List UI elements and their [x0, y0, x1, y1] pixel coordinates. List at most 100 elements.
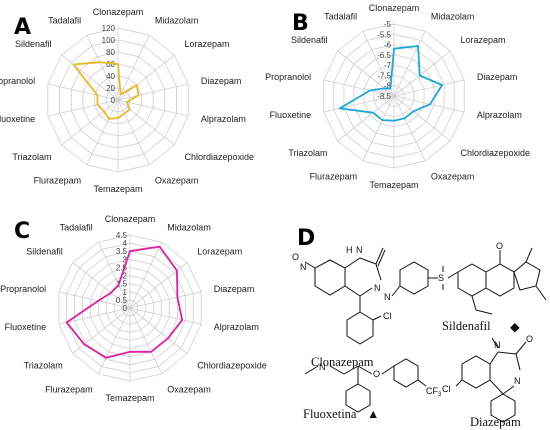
- atom-cl-diazepam: Cl: [442, 384, 451, 394]
- category-label: Fluoxetine: [5, 322, 47, 332]
- tick-label: 100: [102, 36, 116, 45]
- category-label: Oxazepam: [167, 385, 211, 395]
- tick-label: 60: [106, 60, 115, 69]
- atom-no2-o: O: [292, 252, 299, 262]
- diazepam-structure: O N N Cl Diazepam: [442, 334, 533, 429]
- spoke-line: [97, 242, 131, 309]
- atom-n-clonazepam: N: [374, 283, 381, 293]
- panel-label-b: B: [292, 11, 309, 36]
- sildenafil-marker: ◆: [510, 320, 520, 334]
- spoke-line: [129, 242, 163, 309]
- tick-label: -8: [384, 82, 392, 91]
- spoke-line: [362, 95, 395, 162]
- atom-nh-n: N: [356, 245, 363, 255]
- spoke-line: [117, 83, 189, 101]
- category-label: Diazepam: [214, 284, 255, 294]
- category-label: Chlordiazepoxide: [461, 148, 531, 158]
- tick-label: 2.5: [116, 263, 128, 272]
- category-label: Flurazepam: [310, 172, 358, 182]
- spoke-line: [117, 99, 150, 166]
- radar-chart-c: 00.511.522.533.544.5ClonazepamMidazolamL…: [0, 214, 267, 403]
- spoke-line: [117, 99, 189, 117]
- atom-n-diazepam-amide: N: [494, 340, 501, 350]
- panel-label-d: D: [297, 226, 315, 251]
- clonazepam-label: Clonazepam: [311, 355, 374, 369]
- atom-o-sildenafil: O: [496, 241, 503, 251]
- tick-label: 0: [111, 96, 116, 105]
- tick-label: 4.5: [116, 231, 128, 240]
- fluoxetine-structure: N O CF3 Fluoxetina ▲: [303, 358, 442, 421]
- category-label: Midazolam: [167, 223, 211, 233]
- category-label: Temazepam: [369, 180, 418, 190]
- panel-label-a: A: [14, 15, 31, 40]
- structures-panel: N H N Cl O N Clonazepam S O N: [292, 241, 547, 429]
- series-line: [65, 245, 184, 359]
- panel-label-c: C: [14, 219, 30, 244]
- category-label: Tadalafil: [60, 223, 93, 233]
- atom-cl-clonazepam: Cl: [383, 311, 392, 321]
- spoke-line: [393, 79, 465, 97]
- category-label: Chlordiazepoxide: [197, 361, 267, 371]
- spoke-line: [117, 54, 175, 101]
- category-label: Triazolam: [24, 361, 63, 371]
- category-label: Triazolam: [288, 148, 327, 158]
- category-label: Clonazepam: [369, 3, 420, 13]
- category-label: Lorazepam: [461, 35, 506, 45]
- spoke-line: [58, 307, 131, 325]
- spoke-line: [362, 30, 395, 97]
- atom-cf3-fluoxetine: CF3: [426, 386, 442, 398]
- spoke-line: [117, 34, 150, 101]
- tick-label: -5.5: [377, 30, 391, 39]
- category-label: Triazolam: [12, 152, 51, 162]
- spoke-line: [61, 99, 119, 146]
- category-label: Fluoxetine: [0, 114, 35, 124]
- spoke-line: [393, 30, 426, 97]
- atom-no2-n: N: [300, 262, 307, 272]
- category-label: Alprazolam: [214, 322, 259, 332]
- tick-label: 3: [123, 255, 128, 264]
- category-label: Clonazepam: [105, 214, 156, 224]
- tick-label: 0: [123, 304, 128, 313]
- category-label: Sildenafil: [15, 39, 52, 49]
- spoke-line: [129, 291, 202, 309]
- spoke-line: [117, 99, 175, 146]
- atom-n-sildenafil: N: [384, 292, 391, 302]
- atom-s-sildenafil: S: [438, 273, 444, 283]
- category-label: Alprazolam: [477, 110, 522, 120]
- spoke-line: [86, 99, 119, 166]
- spoke-line: [393, 50, 451, 97]
- category-label: Propranolol: [0, 76, 35, 86]
- tick-label: -7: [384, 61, 392, 70]
- category-label: Fluoxetine: [270, 110, 312, 120]
- category-label: Propranolol: [265, 72, 311, 82]
- category-label: Lorazepam: [185, 39, 230, 49]
- spoke-line: [129, 307, 202, 325]
- category-label: Alprazolam: [201, 114, 246, 124]
- series-line: [338, 45, 444, 122]
- tick-label: -5: [384, 20, 392, 29]
- tick-label: 40: [106, 72, 115, 81]
- category-label: Clonazepam: [93, 7, 144, 17]
- category-label: Sildenafil: [26, 246, 63, 256]
- tick-label: 120: [102, 24, 116, 33]
- series-line: [72, 61, 140, 120]
- atom-n-diazepam-imine: N: [514, 376, 521, 386]
- spoke-line: [47, 99, 119, 117]
- category-label: Propranolol: [0, 284, 46, 294]
- tick-label: 1: [123, 288, 128, 297]
- spoke-line: [323, 95, 395, 113]
- category-label: Tadalafil: [48, 15, 81, 25]
- spoke-line: [58, 291, 131, 309]
- category-label: Sildenafil: [291, 35, 328, 45]
- atom-o-fluoxetine: O: [373, 369, 380, 379]
- spoke-line: [129, 307, 188, 354]
- category-label: Flurazepam: [45, 385, 93, 395]
- sildenafil-label: Sildenafil: [442, 319, 491, 333]
- fluoxetine-marker: ▲: [367, 407, 379, 421]
- spoke-line: [47, 83, 119, 101]
- category-label: Temazepam: [105, 393, 154, 403]
- spoke-line: [97, 307, 131, 374]
- category-label: Oxazepam: [155, 176, 199, 186]
- atom-o-diazepam: O: [526, 334, 533, 344]
